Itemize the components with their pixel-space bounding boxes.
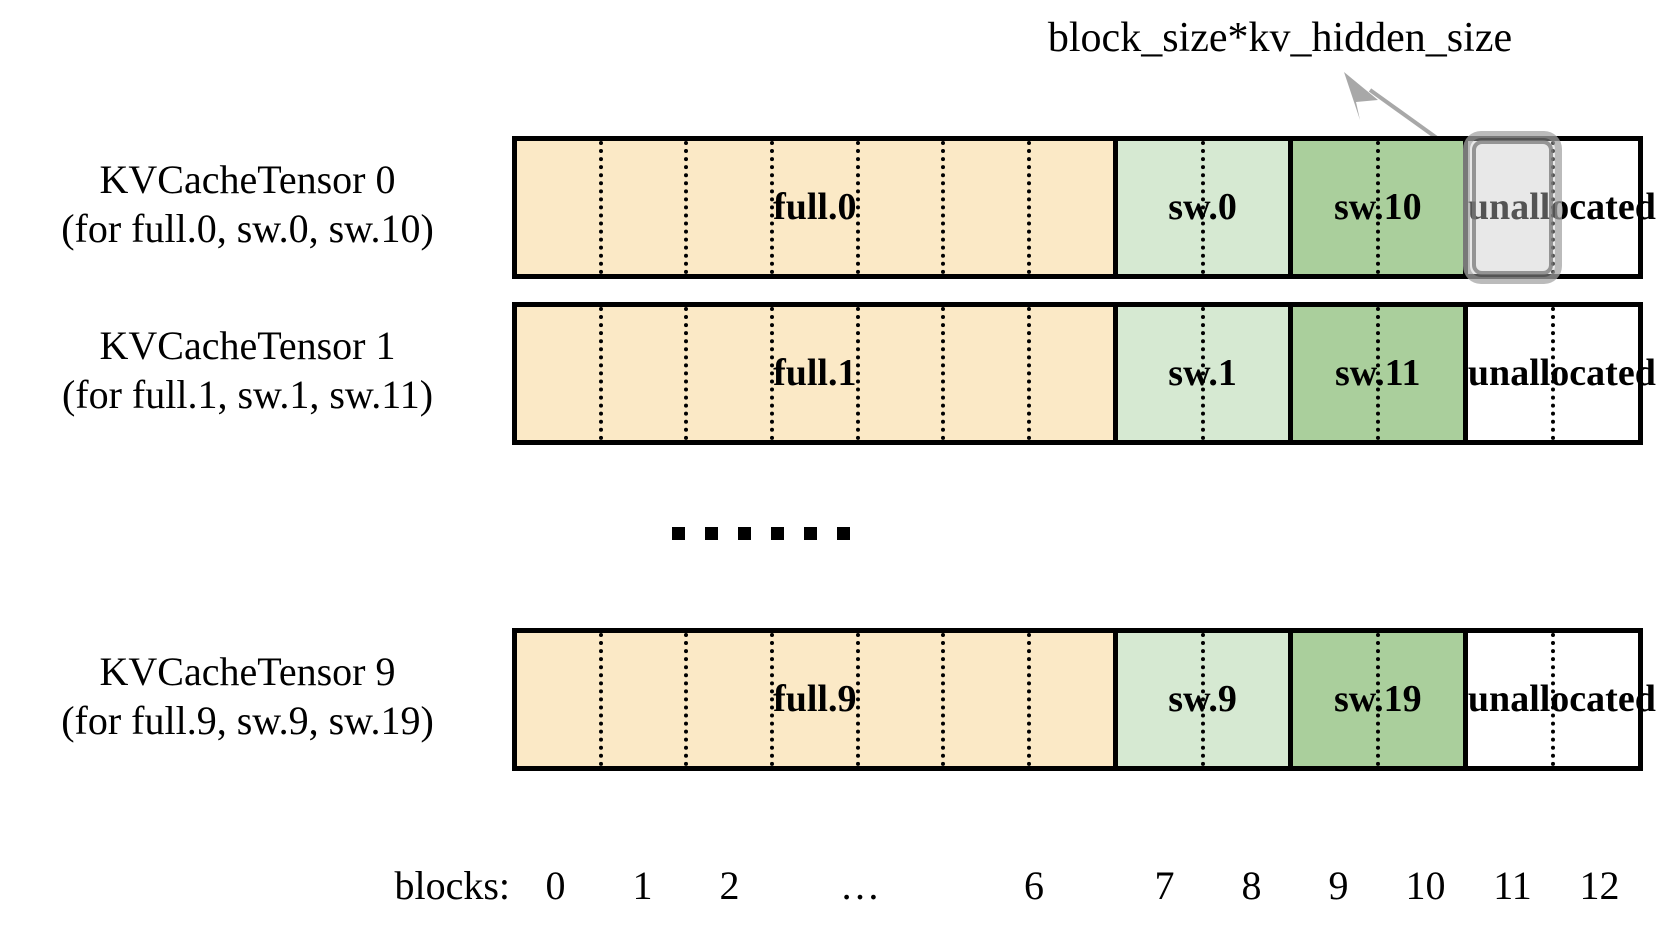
tensor-segment[interactable]: sw.0 <box>1112 141 1288 274</box>
blocks-axis-tick: 1 <box>632 863 653 908</box>
tensor-row-label: KVCacheTensor 0(for full.0, sw.0, sw.10) <box>0 156 495 254</box>
tensor-segment[interactable]: sw.19 <box>1287 633 1463 766</box>
tensor-segment-label: sw.10 <box>1333 185 1422 228</box>
blocks-axis-tick: 12 <box>1579 863 1620 908</box>
blocks-axis-tick: 0 <box>545 863 566 908</box>
rows-ellipsis <box>672 527 850 540</box>
tensor-segment[interactable]: full.1 <box>517 307 1113 440</box>
tensor-segment-label: sw.19 <box>1333 677 1422 720</box>
tensor-segment[interactable]: full.0 <box>517 141 1113 274</box>
blocks-axis-tick: 6 <box>1024 863 1044 908</box>
blocks-axis-tick: 2 <box>719 863 740 908</box>
tensor-segment[interactable]: sw.11 <box>1287 307 1463 440</box>
tensor-segment-label: unallocated <box>1467 677 1656 720</box>
tensor-segment-label: sw.9 <box>1168 677 1237 720</box>
blocks-axis-tick: 10 <box>1405 863 1446 908</box>
kv-cache-tensor-bar: full.9 sw.9 sw.19 unallocated <box>512 628 1656 771</box>
annotation-label: block_size*kv_hidden_size <box>1047 15 1513 61</box>
tensor-segment-label: sw.11 <box>1334 351 1421 394</box>
tensor-row-title: KVCacheTensor 0 <box>99 157 396 202</box>
tensor-segment[interactable]: sw.9 <box>1112 633 1288 766</box>
tensor-segment[interactable]: sw.10 <box>1287 141 1463 274</box>
blocks-axis-tick: 7 <box>1154 863 1175 908</box>
tensor-segment-label: full.9 <box>773 677 857 720</box>
tensor-segment-label: sw.0 <box>1168 185 1237 228</box>
tensor-segment-label: sw.1 <box>1168 351 1237 394</box>
block-highlight-box[interactable] <box>1463 131 1562 284</box>
tensor-row-title: KVCacheTensor 9 <box>99 649 396 694</box>
blocks-axis-title: blocks: <box>394 863 510 908</box>
tensor-row-subtitle: (for full.1, sw.1, sw.11) <box>61 371 434 417</box>
tensor-segment[interactable]: unallocated <box>1462 307 1656 440</box>
blocks-axis-tick: … <box>840 863 880 908</box>
tensor-segment-label: full.0 <box>773 185 857 228</box>
blocks-axis-tick: 8 <box>1241 863 1262 908</box>
kv-cache-tensor-bar: full.1 sw.1 sw.11 unallocated <box>512 302 1656 445</box>
tensor-row-subtitle: (for full.9, sw.9, sw.19) <box>61 697 434 743</box>
tensor-row-label: KVCacheTensor 1(for full.1, sw.1, sw.11) <box>0 322 495 420</box>
tensor-segment[interactable]: full.9 <box>517 633 1113 766</box>
blocks-axis-tick: 9 <box>1328 863 1349 908</box>
tensor-segment-label: full.1 <box>773 351 857 394</box>
tensor-segment-label: unallocated <box>1467 351 1656 394</box>
tensor-row-title: KVCacheTensor 1 <box>99 323 396 368</box>
tensor-row-label: KVCacheTensor 9(for full.9, sw.9, sw.19) <box>0 648 495 746</box>
tensor-segment[interactable]: sw.1 <box>1112 307 1288 440</box>
blocks-axis-tick: 11 <box>1493 863 1532 908</box>
tensor-segment[interactable]: unallocated <box>1462 633 1656 766</box>
tensor-row-subtitle: (for full.0, sw.0, sw.10) <box>61 205 434 251</box>
